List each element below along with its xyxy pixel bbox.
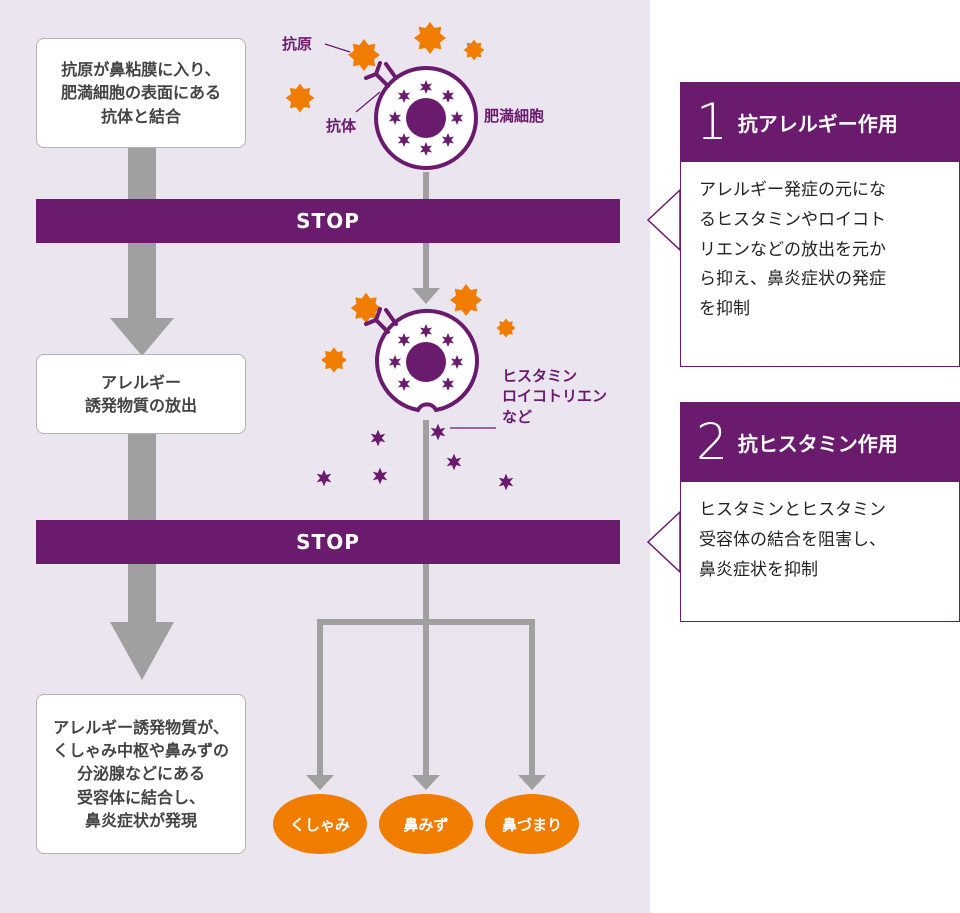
mast-cell-icon [375, 308, 479, 413]
antibody-label: 抗体 [326, 117, 357, 135]
card-number: 2 [696, 413, 728, 471]
arrow-down-icon [412, 775, 440, 790]
arrow-down-icon [412, 288, 440, 304]
card-body: アレルギー発症の元にな るヒスタミンやロイコト リエンなどの放出を元か ら抑え、… [680, 162, 960, 367]
histamine-granule-icon [316, 423, 514, 491]
antihistamine-card: 2 抗ヒスタミン作用 ヒスタミンとヒスタミン 受容体の結合を阻害し、 鼻炎症状を… [680, 402, 960, 622]
center-flow-lines [317, 172, 535, 780]
step-mediator-release: アレルギー 誘発物質の放出 [36, 354, 246, 434]
card-header: 2 抗ヒスタミン作用 [680, 402, 960, 482]
card-body: ヒスタミンとヒスタミン 受容体の結合を阻害し、 鼻炎症状を抑制 [680, 482, 960, 622]
antibody-icon [364, 61, 398, 88]
anti-allergic-card: 1 抗アレルギー作用 アレルギー発症の元にな るヒスタミンやロイコト リエンなど… [680, 82, 960, 367]
card-title: 抗アレルギー作用 [737, 111, 898, 136]
label-leader-lines [324, 43, 496, 429]
step-symptom-onset: アレルギー誘発物質が、 くしゃみ中枢や鼻みずの 分泌腺などにある 受容体に結合し… [36, 694, 246, 854]
card-title: 抗ヒスタミン作用 [737, 431, 898, 456]
symptom-runny-nose: 鼻みず [379, 794, 473, 854]
antigen-label: 抗原 [282, 35, 313, 53]
callout-pointer [646, 188, 681, 252]
arrow-down-icon [518, 775, 546, 790]
center-arrowheads [306, 288, 546, 790]
stop-bar-1: STOP [36, 199, 620, 243]
mediators-label: ヒスタミン ロイコトリエン など [502, 367, 608, 426]
card-number: 1 [696, 93, 728, 151]
stop-bar-2: STOP [36, 520, 620, 564]
mast-cell-icon [374, 66, 478, 170]
card-header: 1 抗アレルギー作用 [680, 82, 960, 162]
antibody-icon [364, 307, 398, 334]
arrow-down-icon [306, 775, 334, 790]
mast-cell-label: 肥満細胞 [484, 107, 545, 125]
callout-pointer [646, 510, 681, 574]
symptom-sneeze: くしゃみ [273, 794, 367, 854]
symptom-nasal-congestion: 鼻づまり [485, 794, 579, 854]
step-antigen-binding: 抗原が鼻粘膜に入り、 肥満細胞の表面にある 抗体と結合 [36, 38, 246, 148]
